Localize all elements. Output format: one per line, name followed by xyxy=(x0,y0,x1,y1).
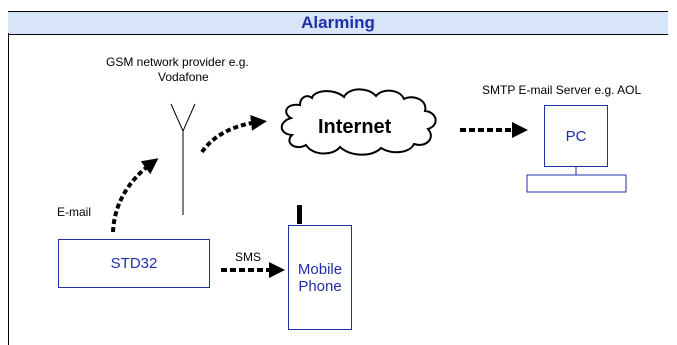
mobile-phone-box: Mobile Phone xyxy=(288,225,352,330)
pc-label: PC xyxy=(565,127,587,145)
arrow-std32-to-antenna xyxy=(111,158,159,233)
std32-label: STD32 xyxy=(110,255,158,272)
mobile-label-line1: Mobile xyxy=(297,260,343,278)
diagram-title: Alarming xyxy=(301,13,375,32)
mobile-antenna-icon xyxy=(297,205,302,224)
gsm-label-line1: GSM network provider e.g. xyxy=(106,55,249,69)
gsm-label-line2: Vodafone xyxy=(158,70,209,84)
left-border xyxy=(8,33,9,345)
pc-monitor: PC xyxy=(544,105,608,167)
mobile-label-line2: Phone xyxy=(298,277,342,295)
pc-keyboard-icon xyxy=(526,174,627,193)
std32-box: STD32 xyxy=(58,239,210,288)
sms-label: SMS xyxy=(235,250,262,264)
antenna-icon xyxy=(170,103,196,215)
arrow-antenna-to-internet xyxy=(200,114,267,154)
title-bar: Alarming xyxy=(8,11,668,35)
internet-cloud-icon xyxy=(280,88,437,156)
internet-label: Internet xyxy=(318,116,392,138)
email-label: E-mail xyxy=(57,205,92,219)
smtp-label: SMTP E-mail Server e.g. AOL xyxy=(482,83,642,97)
